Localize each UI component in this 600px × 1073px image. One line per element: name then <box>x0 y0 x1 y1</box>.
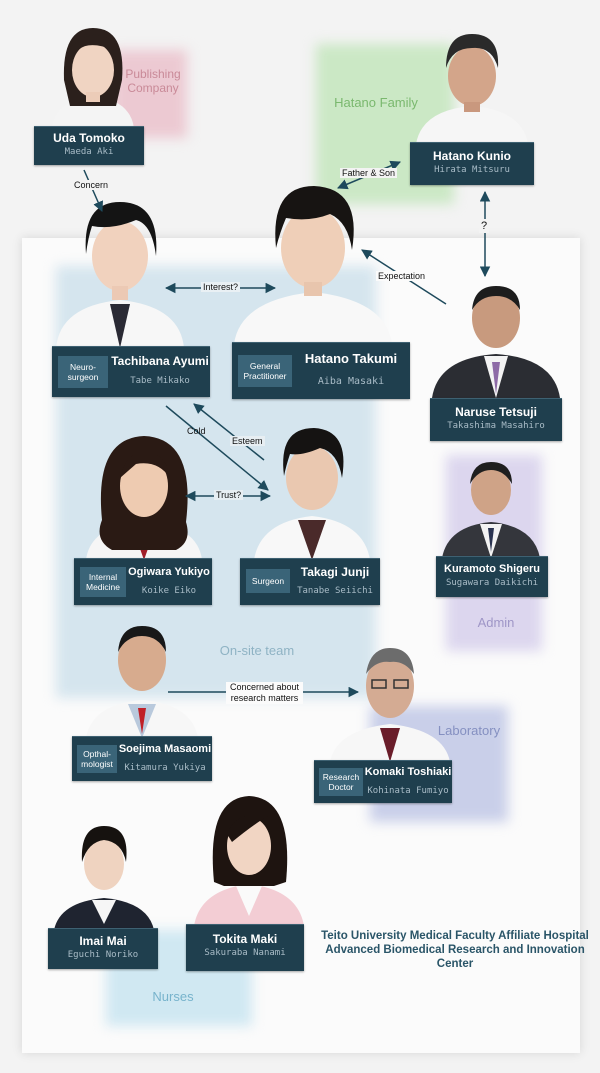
actor-name: Hirata Mitsuru <box>434 165 510 175</box>
person-name: Takagi Junji <box>300 565 370 579</box>
role-tag: Surgeon <box>246 569 290 593</box>
naruse-tetsuji-card[interactable]: Naruse Tetsuji Takashima Masahiro <box>430 398 562 441</box>
concern-label: Concern <box>72 180 111 190</box>
person-name: Hatano Takumi <box>304 351 398 366</box>
esteem-arrow <box>193 403 265 461</box>
role-tag: Neuro- surgeon <box>58 356 108 388</box>
person-name: Naruse Tetsuji <box>455 405 537 419</box>
hatano-kunio-portrait <box>412 24 532 144</box>
kuramoto-shigeru-portrait <box>442 452 540 558</box>
person-name: Soejima Masaomi <box>118 743 212 755</box>
komaki-toshiaki-card[interactable]: Research Doctor Komaki Toshiaki Kohinata… <box>314 760 452 803</box>
person-name: Ogiwara Yukiyo <box>128 566 210 578</box>
actor-name: Kohinata Fumiyo <box>367 786 449 796</box>
cold-label: Cold <box>187 426 206 436</box>
person-name: Uda Tomoko <box>53 131 125 145</box>
takagi-junji-portrait <box>250 426 374 560</box>
tachibana-ayumi-card[interactable]: Neuro- surgeon Tachibana Ayumi Tabe Mika… <box>52 346 210 397</box>
hatano-kunio-card[interactable]: Hatano Kunio Hirata Mitsuru <box>410 142 534 185</box>
esteem-label: Esteem <box>230 436 265 446</box>
onsite-zone-label: On-site team <box>219 643 295 658</box>
actor-name: Eguchi Noriko <box>67 950 139 960</box>
expectation-label: Expectation <box>376 271 428 281</box>
role-tag: Opthal- mologist <box>77 745 117 773</box>
family-zone-label: Hatano Family <box>334 95 418 110</box>
interest-label: Interest? <box>201 282 241 292</box>
actor-name: Kitamura Yukiya <box>124 763 206 773</box>
hatano-takumi-card[interactable]: General Practitioner Hatano Takumi Aiba … <box>232 342 410 399</box>
actor-name: Sugawara Daikichi <box>445 578 539 588</box>
uda-tomoko-portrait <box>44 20 142 128</box>
person-name: Hatano Kunio <box>433 149 511 163</box>
kuramoto-shigeru-card[interactable]: Kuramoto Shigeru Sugawara Daikichi <box>436 556 548 597</box>
actor-name: Tabe Mikako <box>130 376 190 386</box>
cold-arrow <box>165 405 269 491</box>
father-son-label: Father & Son <box>340 168 398 178</box>
tachibana-ayumi-portrait <box>52 194 188 348</box>
role-tag: General Practitioner <box>238 355 292 387</box>
person-name: Komaki Toshiaki <box>364 766 452 778</box>
person-name: Kuramoto Shigeru <box>444 563 540 575</box>
trust-label: Trust? <box>214 490 244 500</box>
takagi-junji-card[interactable]: Surgeon Takagi Junji Tanabe Seiichi <box>240 558 380 605</box>
person-name: Tachibana Ayumi <box>111 354 209 368</box>
komaki-toshiaki-portrait <box>326 634 454 762</box>
naruse-tetsuji-portrait <box>432 274 560 398</box>
actor-name: Takashima Masahiro <box>447 421 545 431</box>
person-name: Tokita Maki <box>212 932 278 946</box>
imai-mai-card[interactable]: Imai Mai Eguchi Noriko <box>48 928 158 969</box>
role-tag: Internal Medicine <box>80 567 126 597</box>
person-name: Imai Mai <box>79 934 127 948</box>
research-label: Concerned about research matters <box>226 682 304 704</box>
actor-name: Koike Eiko <box>141 586 197 596</box>
nurses-zone-label: Nurses <box>152 989 194 1004</box>
admin-zone-label: Admin <box>477 615 515 630</box>
actor-name: Aiba Masaki <box>317 376 385 387</box>
question-label: ? <box>479 219 490 233</box>
actor-name: Tanabe Seiichi <box>297 586 373 596</box>
ogiwara-yukiyo-card[interactable]: Internal Medicine Ogiwara Yukiyo Koike E… <box>74 558 212 605</box>
imai-mai-portrait <box>52 820 156 930</box>
hatano-takumi-portrait <box>230 182 396 344</box>
soejima-masaomi-card[interactable]: Opthal- mologist Soejima Masaomi Kitamur… <box>72 736 212 781</box>
soejima-masaomi-portrait <box>82 612 202 738</box>
tokita-maki-portrait <box>192 790 306 926</box>
actor-name: Maeda Aki <box>64 147 114 157</box>
tokita-maki-card[interactable]: Tokita Maki Sakuraba Nanami <box>186 924 304 971</box>
concern-arrow <box>83 169 104 212</box>
hospital-name: Teito University Medical Faculty Affilia… <box>321 930 589 970</box>
laboratory-zone-label: Laboratory <box>437 723 501 738</box>
publishing-zone-label: Publishing Company <box>125 67 181 95</box>
actor-name: Sakuraba Nanami <box>204 948 286 958</box>
ogiwara-yukiyo-portrait <box>80 430 208 560</box>
role-tag: Research Doctor <box>319 768 363 796</box>
uda-tomoko-card[interactable]: Uda Tomoko Maeda Aki <box>34 126 144 165</box>
